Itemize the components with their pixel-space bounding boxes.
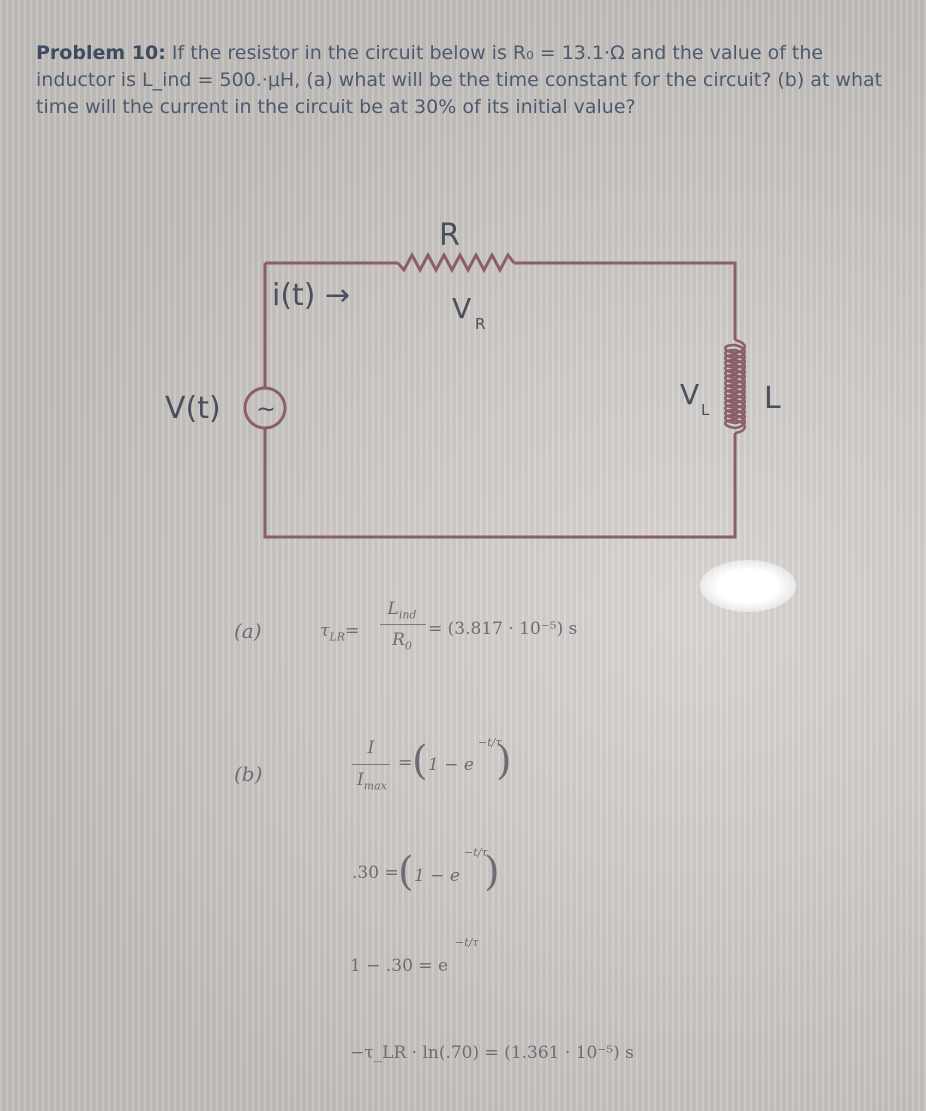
exponent-b1: −t/τ (478, 736, 502, 749)
problem-text: If the resistor in the circuit below is … (36, 42, 883, 118)
fraction-bar-a (380, 624, 426, 625)
resistor-voltage-label: V (452, 292, 471, 325)
equals-b1: = (398, 753, 413, 773)
resistor-symbol (396, 251, 516, 274)
inductor-symbol (724, 338, 746, 435)
line4: −τ_LR · ln(.70) = (1.361 · 10⁻⁵) s (350, 1043, 634, 1063)
source-label: V(t) (165, 391, 221, 426)
one-minus-e-b2-text: 1 − e (414, 866, 460, 886)
close-paren-b2: ) (484, 849, 500, 895)
fraction-bar-b (352, 764, 390, 765)
one-minus-e-b1: 1 − e (428, 755, 474, 775)
open-paren-b1: ( (412, 738, 428, 784)
l-ind-char: L (387, 599, 399, 619)
voltage-source-symbol (243, 386, 287, 430)
open-paren-b2: ( (398, 849, 414, 895)
exponent-b3: −t/τ (455, 936, 479, 949)
i-numerator: I (367, 738, 375, 758)
one-minus-e-b2: 1 − e (414, 866, 460, 886)
wire-bottom (263, 428, 737, 539)
inductor-label: L (764, 381, 781, 416)
i-max-denominator: Imax (352, 770, 392, 792)
part-a-label: (a) (234, 619, 262, 643)
close-paren-b1: ) (496, 738, 512, 784)
problem-label: Problem 10: (36, 42, 166, 64)
i-max-char: I (357, 770, 364, 790)
part-a-result: = (3.817 · 10⁻⁵) s (428, 619, 578, 639)
light-glare (700, 560, 796, 612)
one-minus-e-b1-text: 1 − e (428, 755, 474, 775)
r0-subscript: 0 (404, 639, 412, 653)
tau-equals: = (345, 621, 360, 641)
line3: 1 − .30 = e (350, 956, 449, 976)
wire-top-right (514, 261, 737, 340)
line2-left: .30 = (352, 863, 399, 883)
l-ind-numerator: Lind (380, 599, 424, 621)
inductor-voltage-label: V (680, 378, 699, 411)
tau-subscript: LR (329, 630, 345, 644)
inductor-voltage-subscript: L (701, 401, 710, 419)
resistor-label: R (439, 218, 460, 253)
part-b-label: (b) (234, 762, 263, 786)
tau-symbol: τLR= (320, 621, 359, 643)
source-symbol: ~ (256, 395, 276, 423)
current-label: i(t) → (272, 278, 350, 313)
i-max-subscript: max (363, 779, 387, 793)
resistor-voltage-subscript: R (475, 315, 485, 333)
problem-statement: Problem 10: If the resistor in the circu… (36, 40, 898, 121)
tau-char: τ (320, 621, 330, 641)
l-ind-subscript: ind (398, 608, 417, 622)
r0-denominator: R0 (380, 630, 424, 652)
exponent-b2: −t/τ (464, 846, 488, 859)
r0-char: R (392, 630, 405, 650)
